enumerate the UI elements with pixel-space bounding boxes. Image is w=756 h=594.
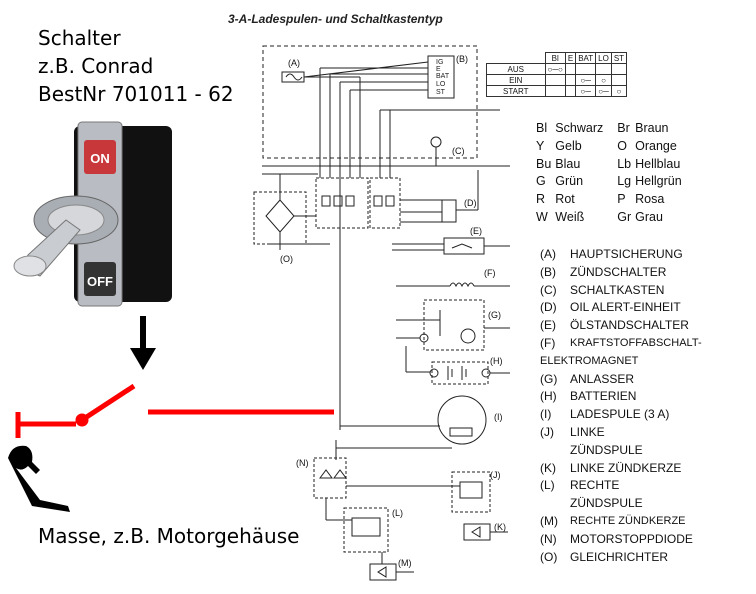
label-k: (K) — [494, 522, 506, 532]
list-item: (J)LINKE — [540, 424, 605, 439]
table-row-label: AUS — [486, 63, 546, 75]
toggle-switch-image: ON OFF — [13, 121, 172, 307]
list-item: (O)GLEICHRICHTER — [540, 549, 669, 564]
label-e: (E) — [470, 226, 482, 236]
list-item: (B)ZÜNDSCHALTER — [540, 264, 667, 279]
list-item: (M)RECHTE ZÜNDKERZE — [540, 513, 686, 528]
table-header: BAT — [575, 52, 597, 64]
table-header-row: Bl E BAT LO ST — [487, 52, 628, 64]
toggle-on-label: ON — [90, 151, 110, 166]
diagram-labels: (A) (B) (C) (D) (E) (F) (G) (H) (I) (J) … — [280, 54, 506, 568]
list-item: (E)ÖLSTANDSCHALTER — [540, 318, 689, 333]
table-row: AUS ○─○ — [486, 63, 628, 75]
down-arrow — [130, 316, 156, 370]
switch-position-table: Bl E BAT LO ST AUS ○─○ EIN ○─○ START ○─○… — [486, 52, 628, 97]
list-item: (N)MOTORSTOPPDIODE — [540, 531, 693, 546]
list-item: (I)LADESPULE (3 A) — [540, 407, 670, 422]
list-item: (A)HAUPTSICHERUNG — [540, 247, 683, 261]
terminal-st: ST — [436, 89, 446, 96]
table-header: Bl — [544, 52, 566, 64]
table-row-label: START — [486, 85, 546, 97]
component-legend: (A)HAUPTSICHERUNG (B)ZÜNDSCHALTER (C)SCH… — [540, 246, 730, 566]
label-l: (L) — [392, 508, 403, 518]
table-header: E — [564, 52, 577, 64]
wiring-diagram — [253, 45, 510, 581]
toggle-off-label: OFF — [87, 274, 113, 289]
label-a: (A) — [288, 58, 300, 68]
switch-name-text: Schalter — [38, 26, 121, 50]
table-row: EIN ○─○ — [486, 74, 628, 86]
list-item: (C)SCHALTKASTEN — [540, 282, 665, 297]
label-f: (F) — [484, 268, 496, 278]
label-d: (D) — [464, 198, 477, 208]
diagram-title: 3-A-Ladespulen- und Schaltkastentyp — [228, 12, 443, 26]
list-item: ZÜNDSPULE — [570, 442, 643, 457]
ground-annotation: Masse, z.B. Motorgehäuse — [38, 524, 300, 548]
label-m: (M) — [398, 558, 412, 568]
terminal-e: E — [436, 66, 441, 73]
label-j: (J) — [490, 470, 501, 480]
label-c: (C) — [452, 146, 465, 156]
label-n: (N) — [296, 458, 309, 468]
schaltkasten-frame — [262, 45, 478, 159]
list-item: ELEKTROMAGNET — [540, 354, 639, 367]
list-item: ZÜNDSPULE — [570, 496, 643, 511]
terminal-bat: BAT — [436, 73, 450, 80]
switch-terminals: IG E BAT LO ST — [436, 59, 450, 96]
list-item: (K)LINKE ZÜNDKERZE — [540, 460, 682, 475]
list-item: (G)ANLASSER — [540, 371, 635, 386]
list-item: (L)RECHTE — [540, 478, 620, 493]
label-g: (G) — [488, 310, 501, 320]
red-switch-symbol — [15, 383, 334, 438]
switch-vendor-text: z.B. Conrad — [38, 54, 154, 78]
label-o: (O) — [280, 254, 293, 264]
switch-annotation: Schalter z.B. Conrad BestNr 701011 - 62 — [38, 24, 234, 108]
label-b: (B) — [456, 54, 468, 64]
terminal-ig: IG — [436, 59, 443, 66]
table-row: START ○─○─○ — [486, 85, 628, 97]
label-h: (H) — [490, 356, 503, 366]
table-header: LO — [595, 52, 612, 64]
table-header: ST — [610, 52, 628, 64]
terminal-lo: LO — [436, 81, 446, 88]
ground-arrow — [8, 445, 70, 512]
label-i: (I) — [494, 412, 503, 422]
list-item: (F)KRAFTSTOFFABSCHALT- — [540, 335, 702, 350]
table-row-label: EIN — [486, 74, 546, 86]
switch-order-number-text: BestNr 701011 - 62 — [38, 82, 234, 106]
list-item: (D)OIL ALERT-EINHEIT — [540, 300, 681, 315]
list-item: (H)BATTERIEN — [540, 389, 637, 404]
ignition-switch-box — [427, 55, 455, 99]
